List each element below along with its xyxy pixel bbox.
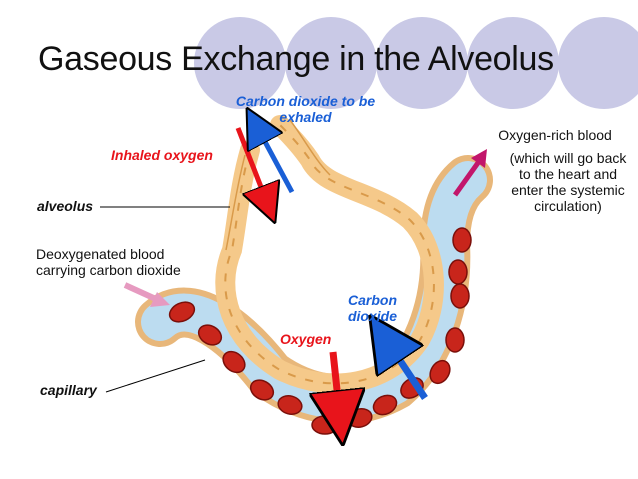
- red-blood-cell: [168, 301, 196, 323]
- red-blood-cell: [448, 259, 468, 285]
- red-blood-cell: [277, 395, 303, 415]
- red-blood-cell: [249, 379, 275, 401]
- oxygen-rich-blood-label: Oxygen-rich blood: [498, 127, 612, 143]
- red-blood-cell: [452, 227, 472, 253]
- blood-inflow-arrow: [123, 282, 160, 303]
- red-blood-cell: [445, 327, 465, 353]
- deco-circle: [467, 17, 559, 109]
- oxygen-rich-blood-note: (which will go back to the heart and ent…: [509, 150, 627, 214]
- capillary-vessel: [135, 155, 493, 425]
- carbon-dioxide-label: Carbon dioxide: [347, 292, 397, 324]
- blood-outflow-arrow: [452, 158, 483, 197]
- red-blood-cell: [429, 359, 451, 385]
- red-blood-cell: [372, 394, 398, 416]
- inhaled-oxygen-arrow: [235, 127, 268, 205]
- red-blood-cell: [450, 283, 470, 309]
- oxygen-label: Oxygen: [280, 331, 332, 347]
- deco-circle: [194, 17, 286, 109]
- oxygen-diffusion-arrow: [333, 351, 340, 418]
- co2-exhaled-label: Carbon dioxide to be exhaled: [235, 93, 376, 125]
- red-blood-cell: [311, 415, 339, 435]
- capillary-label: capillary: [40, 382, 97, 398]
- red-blood-cell: [197, 324, 223, 346]
- deoxygenated-blood-label: Deoxygenated blood carrying carbon dioxi…: [36, 246, 181, 278]
- deco-circle: [376, 17, 468, 109]
- red-blood-cell: [222, 350, 246, 374]
- slide-title: Gaseous Exchange in the Alveolus: [38, 40, 554, 78]
- capillary-leader-line: [105, 359, 206, 393]
- co2-diffusion-arrow: [385, 338, 428, 400]
- alveolus-label: alveolus: [37, 198, 94, 214]
- co2-exhaled-arrow: [256, 125, 295, 194]
- inhaled-oxygen-label: Inhaled oxygen: [111, 147, 213, 163]
- deco-circle: [285, 17, 377, 109]
- deco-circle: [558, 17, 638, 109]
